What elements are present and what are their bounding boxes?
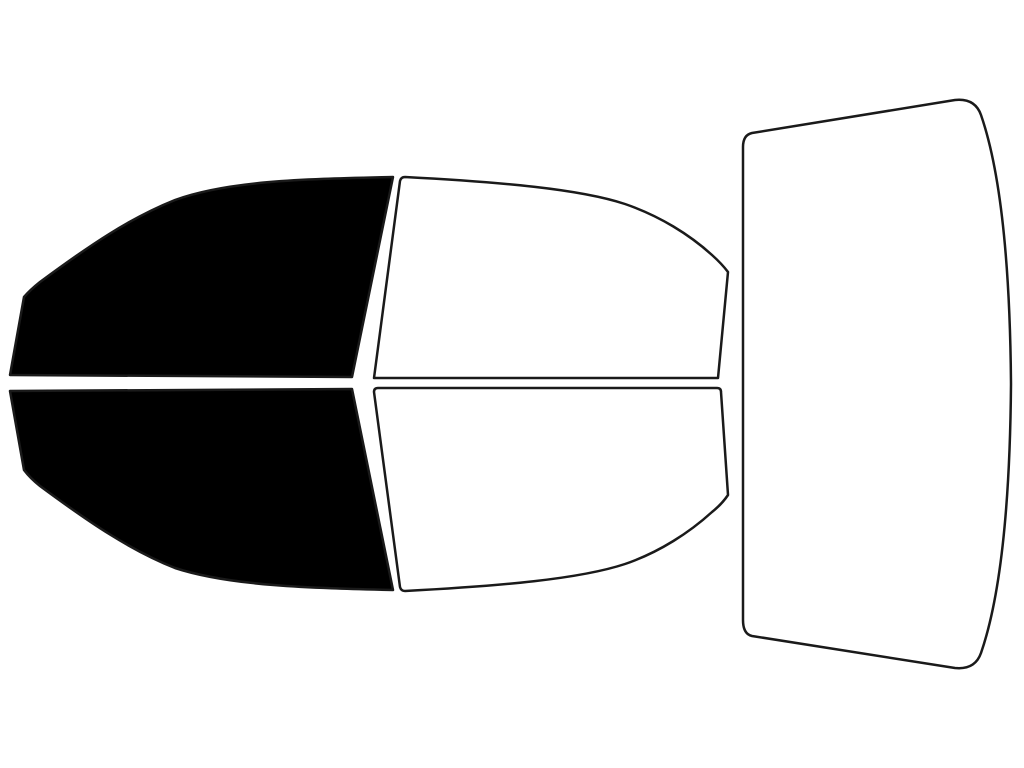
rear-left-window	[372, 175, 730, 380]
rear-right-window	[372, 386, 730, 593]
front-right-window	[8, 387, 395, 592]
front-left-window	[8, 175, 395, 379]
rear-windshield	[741, 98, 1013, 670]
